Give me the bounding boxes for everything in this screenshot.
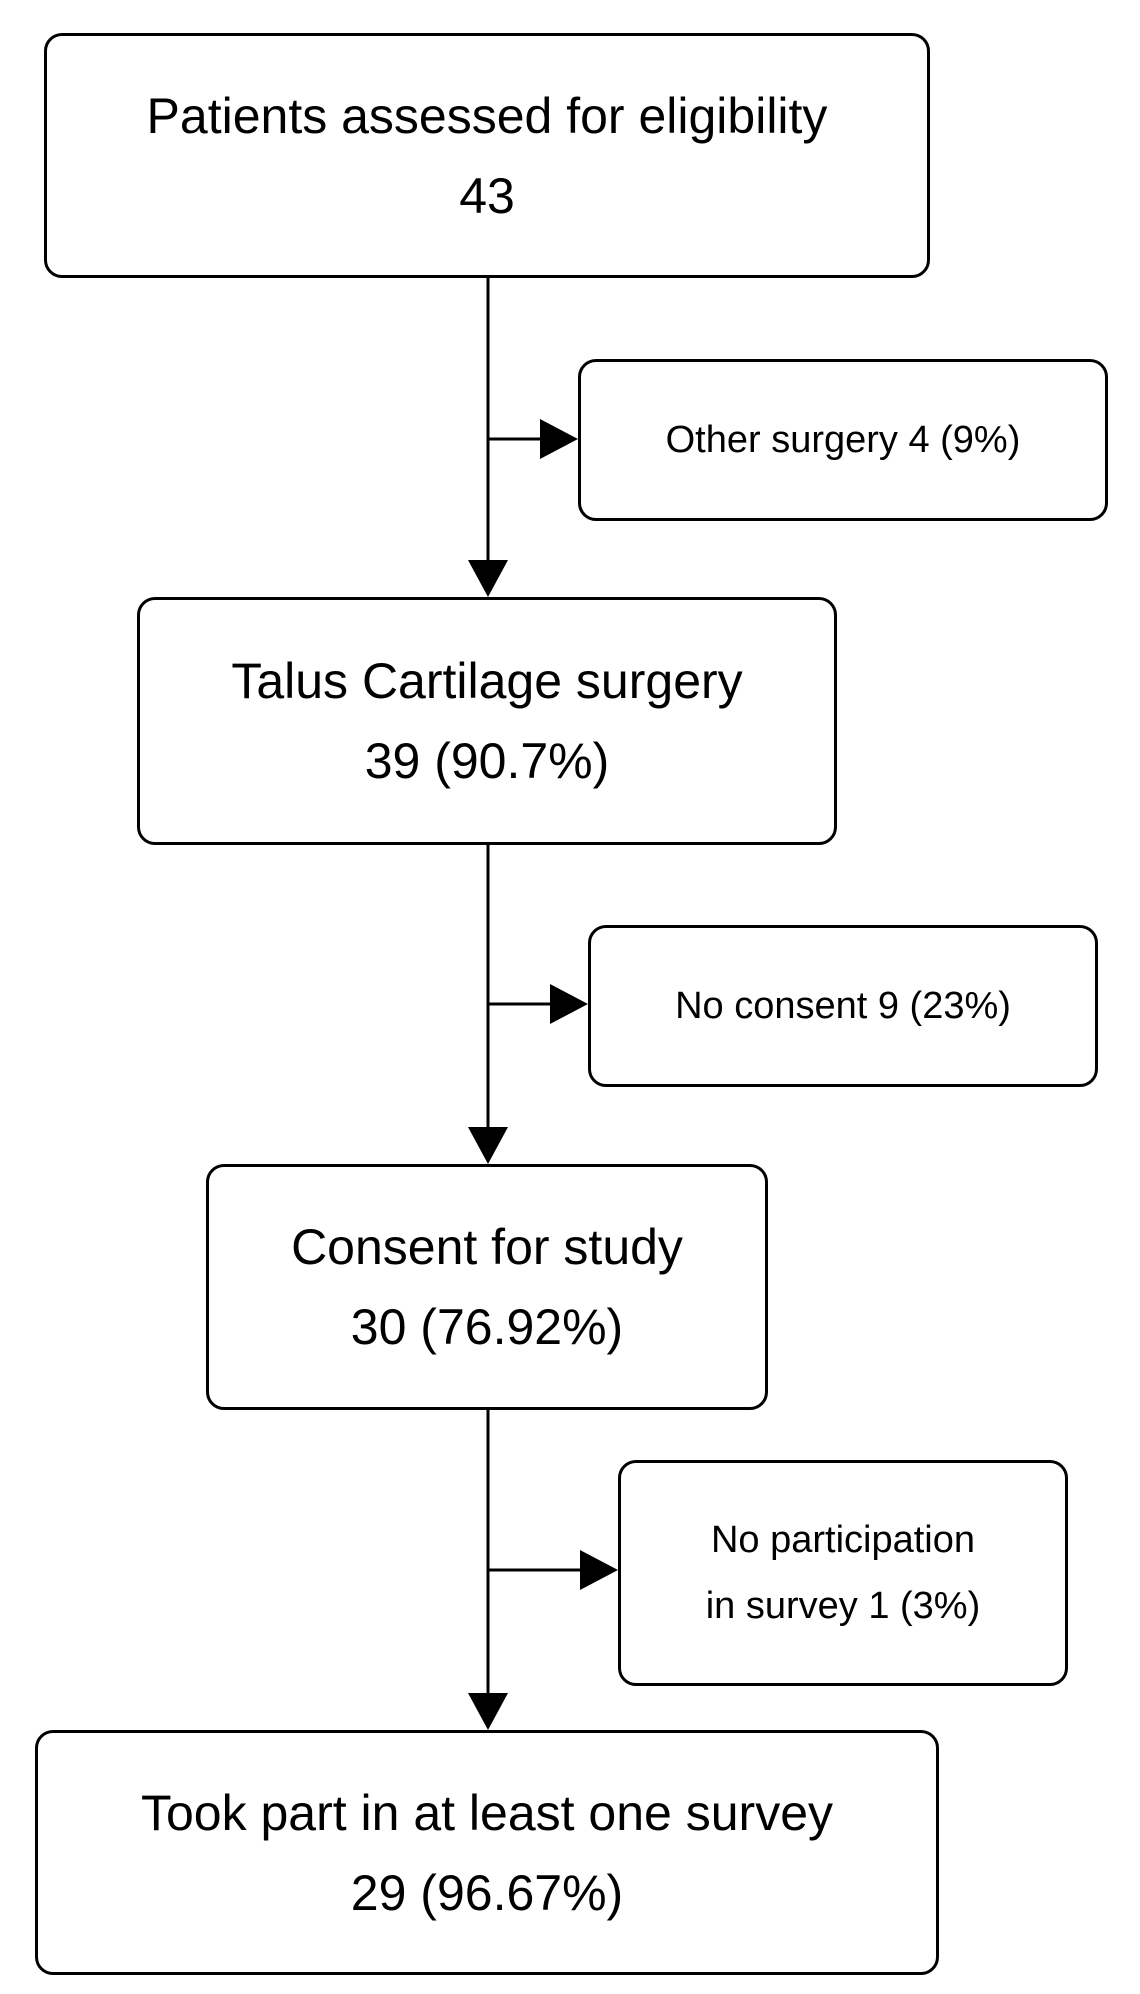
stage-count: 43	[459, 167, 515, 224]
arrow-down-icon	[468, 1127, 508, 1164]
exclusion-box-other-surgery: Other surgery 4 (9%)	[578, 359, 1108, 521]
arrow-down-icon	[468, 560, 508, 597]
arrow-right-icon	[580, 1550, 618, 1590]
stage-title: Consent for study	[291, 1219, 683, 1275]
arrow-down-icon	[468, 1693, 508, 1730]
stage-title: Patients assessed for eligibility	[146, 87, 828, 144]
stage-title: Talus Cartilage surgery	[231, 653, 743, 709]
stage-box-eligibility: Patients assessed for eligibility 43	[44, 33, 930, 278]
arrow-right-icon	[540, 419, 578, 459]
exclusion-text: No consent 9 (23%)	[675, 985, 1011, 1027]
exclusion-box-no-consent: No consent 9 (23%)	[588, 925, 1098, 1087]
stage-title: Took part in at least one survey	[140, 1784, 834, 1841]
stage-box-surgery: Talus Cartilage surgery 39 (90.7%)	[137, 597, 837, 845]
exclusion-text: Other surgery 4 (9%)	[665, 419, 1021, 461]
stage-count: 29 (96.67%)	[350, 1864, 624, 1921]
exclusion-box-no-participation: No participation in survey 1 (3%)	[618, 1460, 1068, 1686]
stage-box-consent: Consent for study 30 (76.92%)	[206, 1164, 768, 1410]
stage-count: 30 (76.92%)	[350, 1299, 624, 1355]
stage-count: 39 (90.7%)	[364, 733, 610, 789]
exclusion-text-line-1: No participation	[710, 1519, 976, 1561]
arrow-right-icon	[550, 984, 588, 1024]
exclusion-text-line-2: in survey 1 (3%)	[705, 1585, 981, 1627]
stage-box-survey: Took part in at least one survey 29 (96.…	[35, 1730, 939, 1975]
